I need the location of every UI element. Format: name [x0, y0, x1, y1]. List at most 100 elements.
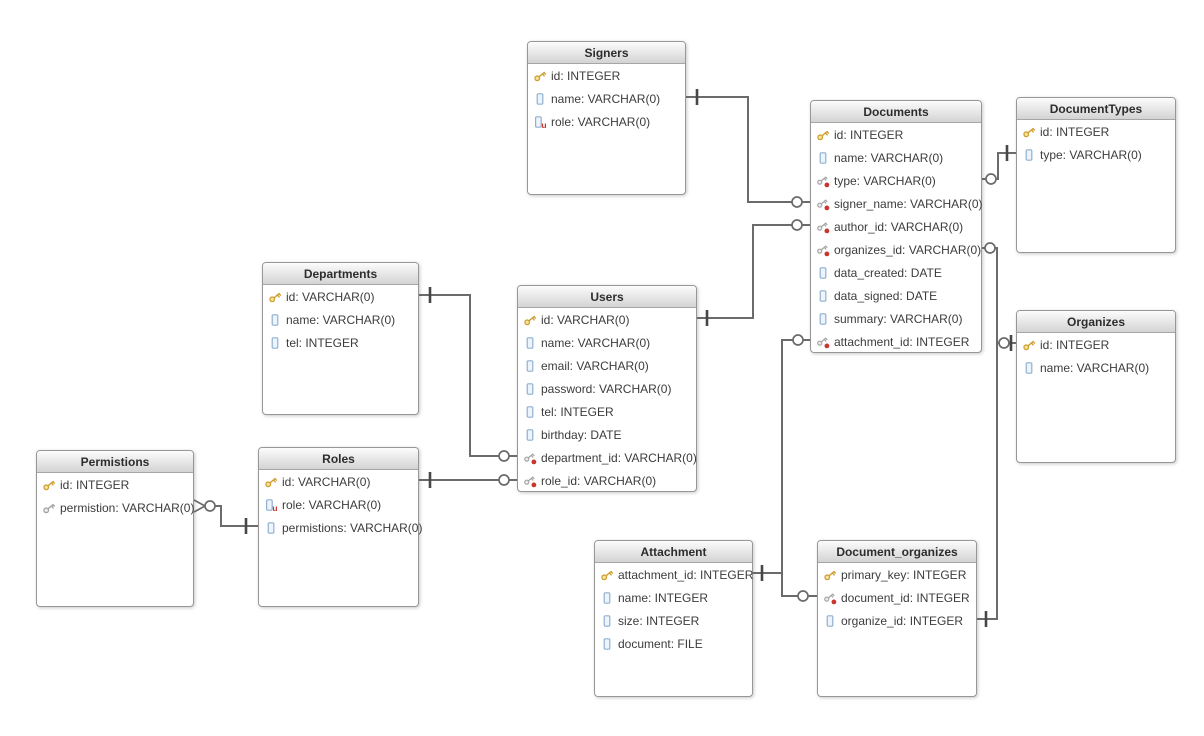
table-field-row[interactable]: name: VARCHAR(0) [518, 331, 696, 354]
table-field-row[interactable]: document: FILE [595, 632, 752, 655]
column-icon [816, 151, 830, 165]
table-field-row[interactable]: attachment_id: INTEGER [811, 330, 981, 353]
foreign-key-icon [816, 335, 830, 349]
table-field-row[interactable]: permistions: VARCHAR(0) [259, 516, 422, 539]
relationship-line-signers-documents[interactable] [686, 96, 810, 203]
table-field-row[interactable]: id: INTEGER [528, 64, 685, 87]
relationship-line-document_organizes-organizes[interactable] [977, 343, 998, 620]
table-field-row[interactable]: primary_key: INTEGER [818, 563, 976, 586]
table-header[interactable]: Departments [263, 263, 418, 285]
table-title: Documents [863, 104, 929, 119]
table-field-row[interactable]: id: INTEGER [1017, 120, 1175, 143]
table-field-row[interactable]: name: VARCHAR(0) [528, 87, 685, 110]
table-field-row[interactable]: document_id: INTEGER [818, 586, 976, 609]
table-field-row[interactable]: type: VARCHAR(0) [811, 169, 981, 192]
field-label: id: VARCHAR(0) [541, 312, 630, 327]
table-field-row[interactable]: author_id: VARCHAR(0) [811, 215, 981, 238]
table-field-row[interactable]: data_created: DATE [811, 261, 981, 284]
table-field-row[interactable]: birthday: DATE [518, 423, 696, 446]
field-label: primary_key: INTEGER [841, 567, 967, 582]
primary-key-icon [42, 478, 56, 492]
table-document_organizes[interactable]: Document_organizes primary_key: INTEGER do… [817, 540, 977, 697]
table-header[interactable]: Users [518, 286, 696, 308]
table-users[interactable]: Users id: VARCHAR(0) name: VARCHAR(0) email… [517, 285, 697, 492]
svg-text:u: u [541, 120, 546, 129]
table-field-row[interactable]: permistion: VARCHAR(0) [37, 496, 194, 519]
table-field-row[interactable]: size: INTEGER [595, 609, 752, 632]
field-label: type: VARCHAR(0) [834, 173, 936, 188]
table-field-row[interactable]: name: VARCHAR(0) [263, 308, 418, 331]
column-icon [600, 591, 614, 605]
table-field-row[interactable]: id: VARCHAR(0) [518, 308, 696, 331]
table-field-row[interactable]: id: INTEGER [1017, 333, 1175, 356]
table-header[interactable]: DocumentTypes [1017, 98, 1175, 120]
relationship-line-documents-attachment[interactable] [753, 339, 810, 574]
table-field-row[interactable]: signer_name: VARCHAR(0) [811, 192, 983, 215]
table-header[interactable]: Document_organizes [818, 541, 976, 563]
table-header[interactable]: Permistions [37, 451, 193, 473]
key-icon [42, 501, 56, 515]
table-field-row[interactable]: department_id: VARCHAR(0) [518, 446, 697, 469]
table-field-row[interactable]: tel: INTEGER [518, 400, 696, 423]
table-field-row[interactable]: organize_id: INTEGER [818, 609, 976, 632]
table-field-row[interactable]: name: INTEGER [595, 586, 752, 609]
cardinality-zero-circle [984, 242, 996, 254]
column-icon [600, 614, 614, 628]
table-attachment[interactable]: Attachment attachment_id: INTEGER name: IN… [594, 540, 753, 697]
table-header[interactable]: Roles [259, 448, 418, 470]
field-label: id: INTEGER [551, 68, 621, 83]
table-header[interactable]: Documents [811, 101, 981, 123]
column-icon [523, 428, 537, 442]
table-field-row[interactable]: name: VARCHAR(0) [1017, 356, 1175, 379]
table-header[interactable]: Organizes [1017, 311, 1175, 333]
relationship-line-departments-users[interactable] [419, 294, 517, 457]
table-field-row[interactable]: summary: VARCHAR(0) [811, 307, 981, 330]
field-label: document: FILE [618, 636, 703, 651]
table-field-row[interactable]: id: INTEGER [811, 123, 981, 146]
primary-key-icon [1022, 125, 1036, 139]
table-field-row[interactable]: id: VARCHAR(0) [263, 285, 418, 308]
table-field-row[interactable]: type: VARCHAR(0) [1017, 143, 1175, 166]
column-icon [264, 521, 278, 535]
table-field-row[interactable]: id: VARCHAR(0) [259, 470, 418, 493]
field-label: size: INTEGER [618, 613, 700, 628]
relationship-line-users-documents[interactable] [697, 224, 810, 319]
table-field-row[interactable]: organizes_id: VARCHAR(0) [811, 238, 981, 261]
cardinality-zero-circle [998, 337, 1010, 349]
table-field-row[interactable]: password: VARCHAR(0) [518, 377, 696, 400]
table-field-row[interactable]: attachment_id: INTEGER [595, 563, 754, 586]
field-label: email: VARCHAR(0) [541, 358, 649, 373]
table-field-row[interactable]: role_id: VARCHAR(0) [518, 469, 696, 492]
field-label: id: VARCHAR(0) [282, 474, 371, 489]
foreign-key-icon [816, 243, 830, 257]
field-label: summary: VARCHAR(0) [834, 311, 963, 326]
table-header[interactable]: Attachment [595, 541, 752, 563]
cardinality-zero-circle [791, 219, 803, 231]
table-field-row[interactable]: data_signed: DATE [811, 284, 981, 307]
table-field-row[interactable]: name: VARCHAR(0) [811, 146, 981, 169]
table-field-row[interactable]: tel: INTEGER [263, 331, 418, 354]
table-header[interactable]: Signers [528, 42, 685, 64]
table-title: Permistions [80, 454, 150, 469]
table-title: Users [590, 289, 624, 304]
table-title: Roles [322, 451, 355, 466]
table-field-row[interactable]: email: VARCHAR(0) [518, 354, 696, 377]
column-icon [523, 382, 537, 396]
field-label: organize_id: INTEGER [841, 613, 964, 628]
relationship-line-documents-organizes[interactable] [982, 247, 1016, 344]
column-icon [268, 336, 282, 350]
field-label: name: VARCHAR(0) [551, 91, 661, 106]
field-label: name: VARCHAR(0) [286, 312, 396, 327]
table-field-row[interactable]: id: INTEGER [37, 473, 193, 496]
foreign-key-icon [816, 174, 830, 188]
field-label: attachment_id: INTEGER [618, 567, 754, 582]
